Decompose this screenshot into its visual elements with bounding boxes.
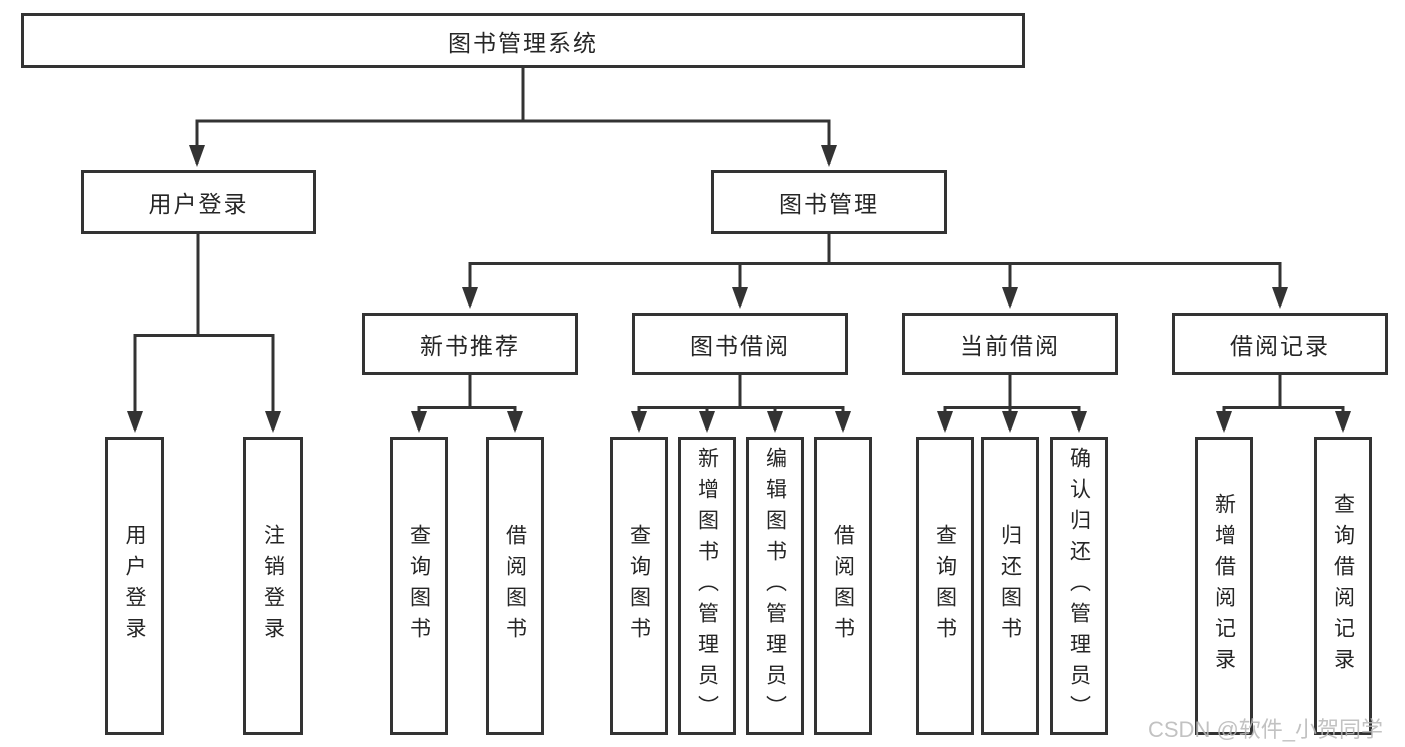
leaf-add-books-admin: 新增图书（管理员） (678, 437, 736, 735)
leaf-query-borrow-record: 查询借阅记录 (1314, 437, 1372, 735)
node-book-borrow: 图书借阅 (632, 313, 848, 375)
leaf-add-borrow-record: 新增借阅记录 (1195, 437, 1253, 735)
leaf-edit-books-admin: 编辑图书（管理员） (746, 437, 804, 735)
node-root-system: 图书管理系统 (21, 13, 1025, 68)
connector-mgmt-to-level3 (462, 234, 1288, 309)
leaf-borrow-books-recommend: 借阅图书 (486, 437, 544, 735)
leaf-query-books-current: 查询图书 (916, 437, 974, 735)
node-book-management-branch: 图书管理 (711, 170, 947, 234)
connector-groups-to-leaves (411, 375, 1351, 433)
node-borrow-records: 借阅记录 (1172, 313, 1388, 375)
node-current-borrow: 当前借阅 (902, 313, 1118, 375)
leaf-return-books: 归还图书 (981, 437, 1039, 735)
leaf-logout: 注销登录 (243, 437, 303, 735)
node-new-book-recommend: 新书推荐 (362, 313, 578, 375)
leaf-user-login: 用户登录 (105, 437, 164, 735)
watermark: CSDN @软件_小贺同学 (1148, 717, 1384, 742)
node-user-login-branch: 用户登录 (81, 170, 316, 234)
leaf-query-books-borrow: 查询图书 (610, 437, 668, 735)
leaf-borrow-books: 借阅图书 (814, 437, 872, 735)
connector-root-to-level2 (189, 68, 837, 167)
connector-login-to-leaves (127, 234, 281, 433)
leaf-confirm-return-admin: 确认归还（管理员） (1050, 437, 1108, 735)
leaf-query-books-recommend: 查询图书 (390, 437, 448, 735)
